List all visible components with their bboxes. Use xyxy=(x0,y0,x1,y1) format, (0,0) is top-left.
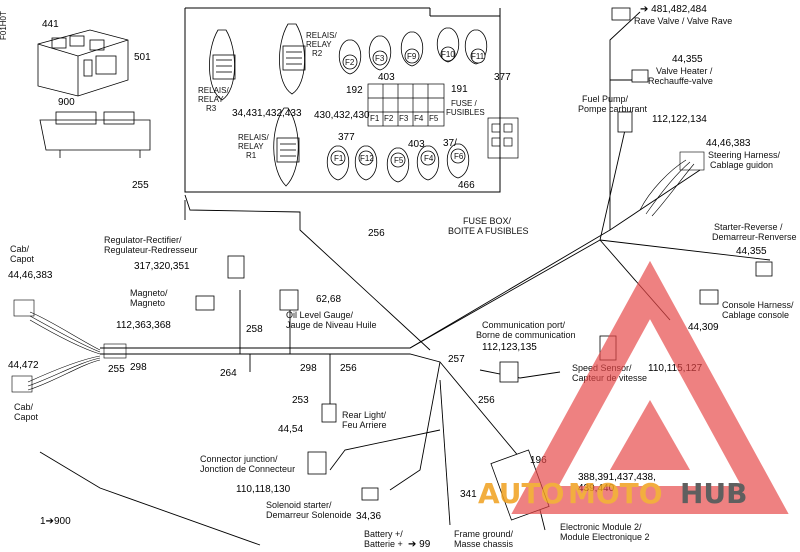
cab-bottom-label: Cab/Capot xyxy=(14,402,39,422)
fuse-part-37: 37/ xyxy=(443,138,457,149)
fuel-pump-label: Fuel Pump/Pompe carburant xyxy=(578,94,648,114)
fuse-top-1: F3 xyxy=(375,54,385,63)
fuse-part-377b: 377 xyxy=(338,132,355,143)
callout-298b: 298 xyxy=(300,363,317,374)
fuse-top-4: F11 xyxy=(471,52,485,61)
callout-256b: 256 xyxy=(340,363,357,374)
steering-label: Steering Harness/Cablage guidon xyxy=(708,150,781,170)
magneto-label: Magneto/Magneto xyxy=(130,288,168,308)
relay-r2 xyxy=(279,23,306,95)
cab-wire-fan xyxy=(11,299,127,393)
connector-junction-parts: 110,118,130 xyxy=(236,484,291,495)
solenoid-parts: 34,36 xyxy=(356,511,381,522)
watermark: AUTO MOTO HUB xyxy=(478,260,789,514)
fuse-part-191: 191 xyxy=(451,84,468,95)
callout-ref-1-900: 1➔900 xyxy=(40,516,71,527)
fuse-bottom-0: F1 xyxy=(334,154,344,163)
relay-parts: 34,431,432,433 xyxy=(232,108,302,119)
relay-r3 xyxy=(209,29,236,101)
fuse-part-466: 466 xyxy=(458,180,475,191)
callout-257: 257 xyxy=(448,354,465,365)
fuse-row-0: F1 xyxy=(370,114,380,123)
relay-r1 xyxy=(273,107,300,187)
ecm-label: Electronic Module 2/Module Electronique … xyxy=(560,522,650,542)
callout-256a: 256 xyxy=(368,228,385,239)
fuses-bottom xyxy=(326,143,470,183)
console-parts: 44,309 xyxy=(688,322,719,333)
watermark-auto: AUTO xyxy=(478,477,564,510)
fuse-block xyxy=(367,83,519,159)
oil-gauge-parts: 62,68 xyxy=(316,294,341,305)
fuse-box-frame xyxy=(184,8,501,193)
callout-253: 253 xyxy=(292,395,309,406)
watermark-moto: MOTO xyxy=(568,477,663,510)
rear-light-parts: 44,54 xyxy=(278,424,303,435)
fuse-bottom-2: F5 xyxy=(394,156,404,165)
fuse-top-3: F10 xyxy=(441,50,455,59)
fuse-bottom-4: F6 xyxy=(454,152,464,161)
callout-258: 258 xyxy=(246,324,263,335)
callout-196: 196 xyxy=(530,455,547,466)
fuel-pump-parts: 112,122,134 xyxy=(652,114,707,125)
oil-gauge-label: Oil Level Gauge/Jauge de Niveau Huile xyxy=(286,310,377,330)
speed-sensor-parts: 110,115,127 xyxy=(648,363,703,374)
starter-reverse-parts: 44,355 xyxy=(736,246,767,257)
fuses-top xyxy=(338,27,488,75)
starter-reverse-label: Starter-Reverse /Demarreur-Renverse xyxy=(712,222,797,242)
fuse-row-1: F2 xyxy=(384,114,394,123)
fuse-top-0: F2 xyxy=(345,58,355,67)
valve-heater-parts: 44,355 xyxy=(672,54,703,65)
callout-256c: 256 xyxy=(478,395,495,406)
callout-441: 441 xyxy=(42,19,59,30)
magneto-parts: 112,363,368 xyxy=(116,320,171,331)
rave-valve-label: Rave Valve / Valve Rave xyxy=(634,16,732,26)
fuse-label: FUSE /FUSIBLES xyxy=(446,99,485,117)
fuse-part-192: 192 xyxy=(346,85,363,96)
battery-parts: ➔ 99 xyxy=(408,539,431,550)
connector-junction-label: Connector junction/Jonction de Connecteu… xyxy=(200,454,295,474)
fuse-bottom-1: F12 xyxy=(360,154,374,163)
fuse-row-3: F4 xyxy=(414,114,424,123)
callout-900: 900 xyxy=(58,97,75,108)
doc-id: F01H0T xyxy=(0,11,8,40)
valve-heater-label: Valve Heater /Rechauffe-valve xyxy=(648,66,713,86)
fuse-bottom-3: F4 xyxy=(424,154,434,163)
frame-ground-label: Frame ground/Masse chassis xyxy=(454,529,514,549)
fuse-part-403b: 403 xyxy=(408,139,425,150)
regulator-label: Regulator-Rectifier/Regulateur-Redresseu… xyxy=(104,235,198,255)
battery-label: Battery +/Batterie + xyxy=(364,529,403,549)
fuse-row-4: F5 xyxy=(429,114,439,123)
console-label: Console Harness/Cablage console xyxy=(722,300,794,320)
fuse-box-title: FUSE BOX/BOITE A FUSIBLES xyxy=(448,216,529,236)
regulator-parts: 317,320,351 xyxy=(134,261,190,272)
cab-top-parts: 44,46,383 xyxy=(8,270,53,281)
control-box xyxy=(37,29,151,158)
fuse-part-403a: 403 xyxy=(378,72,395,83)
rave-valve-parts: ➔ 481,482,484 xyxy=(640,4,707,15)
rear-light-label: Rear Light/Feu Arriere xyxy=(342,410,387,430)
callout-501: 501 xyxy=(134,52,151,63)
callout-341: 341 xyxy=(460,489,477,500)
cab-bottom-parts: 44,472 xyxy=(8,360,39,371)
solenoid-label: Solenoid starter/Demarreur Solenoide xyxy=(266,500,352,520)
watermark-hub: HUB xyxy=(680,477,748,510)
fuse-part-377a: 377 xyxy=(494,72,511,83)
callout-255b: 255 xyxy=(108,364,125,375)
fuse-row-2: F3 xyxy=(399,114,409,123)
callout-255a: 255 xyxy=(132,180,149,191)
fuse-top-2: F9 xyxy=(407,52,417,61)
comm-port-label: Communication port/Borne de communicatio… xyxy=(476,320,576,340)
cab-top-label: Cab/Capot xyxy=(10,244,35,264)
callout-298a: 298 xyxy=(130,362,147,373)
comm-port-parts: 112,123,135 xyxy=(482,342,537,353)
fuse-part-bus: 430,432,430 xyxy=(314,110,370,121)
steering-parts: 44,46,383 xyxy=(706,138,751,149)
main-harness xyxy=(39,11,771,546)
callout-264: 264 xyxy=(220,368,237,379)
steering-wire-fan xyxy=(639,151,705,217)
